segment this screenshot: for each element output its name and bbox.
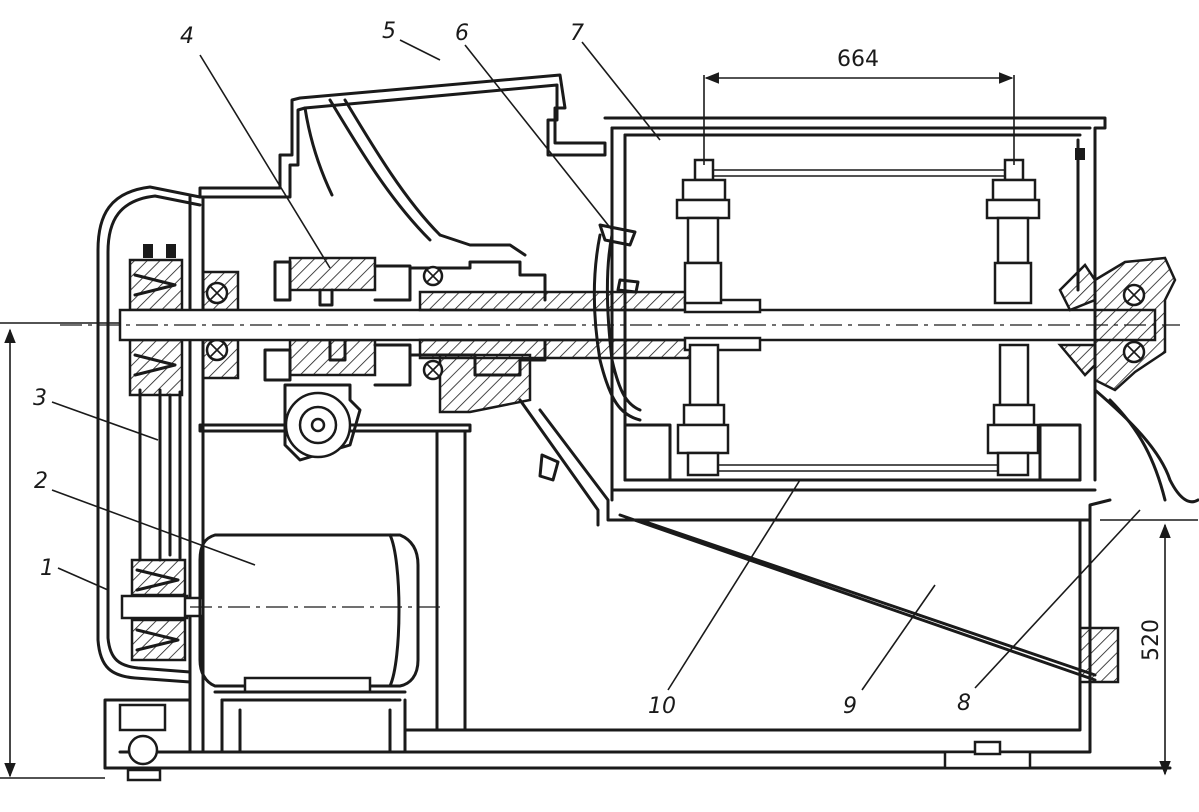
machine-base bbox=[103, 698, 1172, 782]
part-label-6: 6 bbox=[455, 21, 469, 46]
part-label-7: 7 bbox=[570, 21, 584, 46]
part-label-4: 4 bbox=[180, 24, 194, 49]
knife-assembly-left bbox=[675, 158, 731, 477]
part-label-9: 9 bbox=[843, 694, 857, 719]
discharge-tray bbox=[518, 398, 1112, 682]
right-bearing-housing bbox=[1057, 256, 1199, 504]
dimension-width-label: 664 bbox=[837, 47, 879, 72]
cutting-chamber bbox=[603, 116, 1107, 502]
part-label-3: 3 bbox=[33, 386, 47, 411]
part-label-10: 10 bbox=[648, 694, 676, 719]
part-label-8: 8 bbox=[957, 691, 971, 716]
knife-assembly-right bbox=[985, 158, 1041, 477]
knife-blades bbox=[713, 169, 1005, 472]
main-shaft bbox=[60, 290, 1180, 360]
gear-housing bbox=[263, 256, 547, 414]
leader-lines bbox=[51, 39, 1141, 691]
part-label-2: 2 bbox=[34, 469, 48, 494]
dimension-height-label: 520 bbox=[1139, 619, 1164, 661]
dimension-height: 520 bbox=[1100, 519, 1198, 776]
part-label-1: 1 bbox=[40, 556, 54, 581]
part-label-5: 5 bbox=[382, 19, 396, 44]
drive-belt bbox=[138, 388, 182, 562]
electric-motor bbox=[190, 533, 445, 754]
hopper bbox=[198, 73, 607, 257]
dimension-shaft-height bbox=[0, 322, 120, 779]
dimension-width: 664 bbox=[703, 47, 1015, 165]
part-labels: 1 2 3 4 5 6 7 8 9 10 bbox=[33, 19, 971, 719]
feed-chute bbox=[592, 223, 642, 422]
upper-pulley bbox=[128, 244, 184, 397]
idler-wheel bbox=[283, 383, 362, 462]
